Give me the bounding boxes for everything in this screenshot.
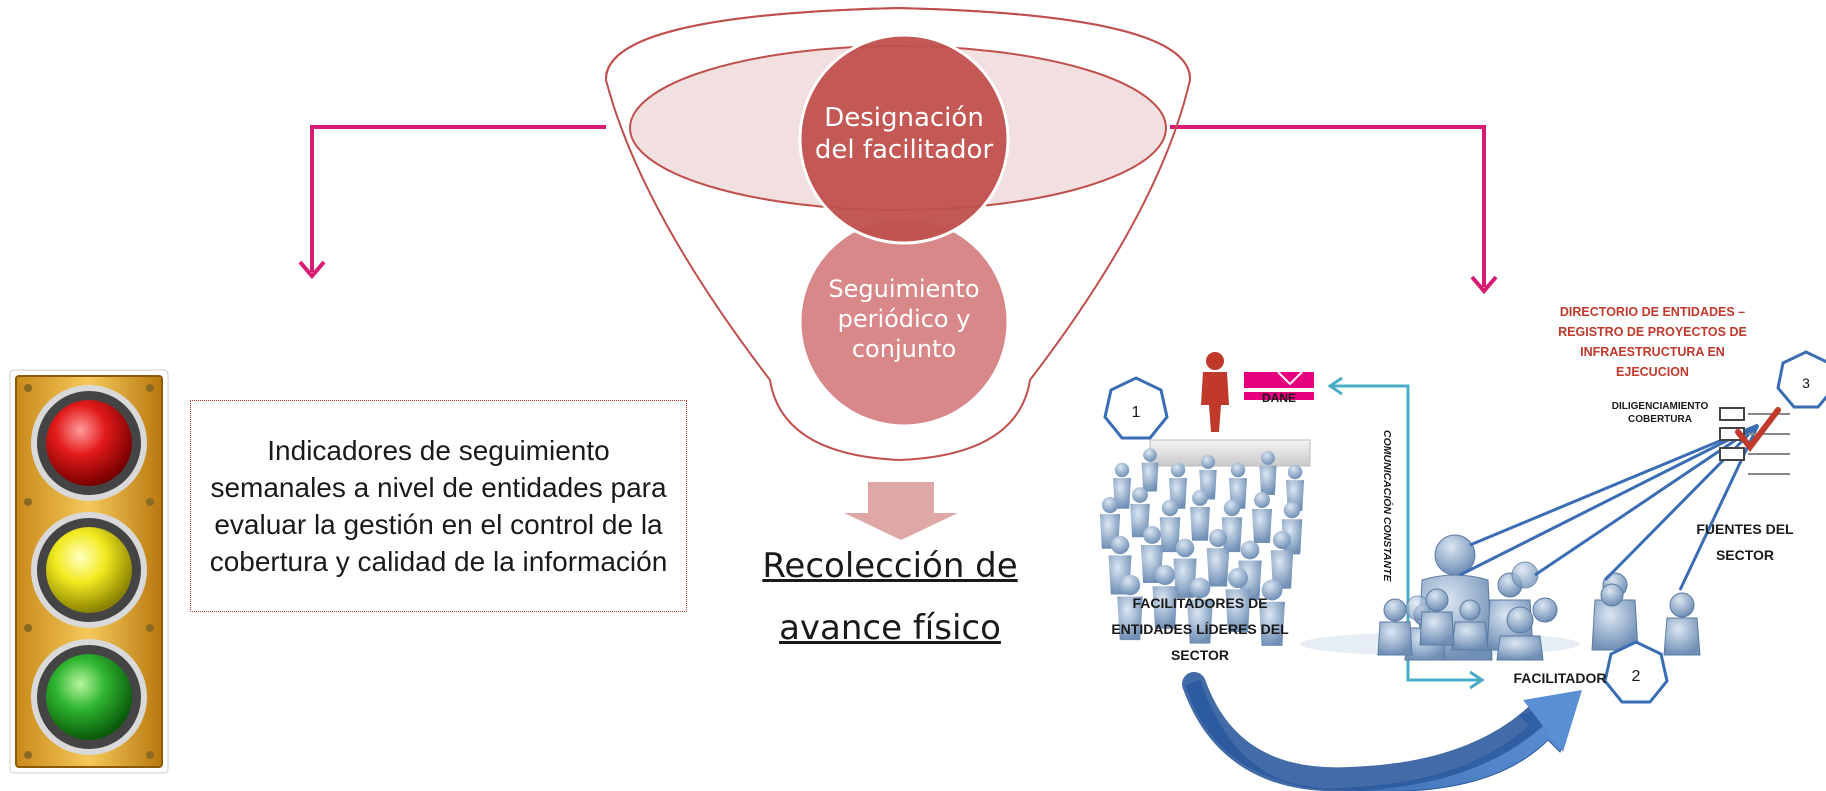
crowd-person-head	[1119, 574, 1141, 596]
designacion-circle	[798, 33, 1010, 245]
crowd-person-head	[1143, 448, 1157, 462]
leaders-label: FACILITADORES DE ENTIDADES LÍDERES DEL S…	[1111, 595, 1289, 663]
filling-label: DILIGENCIAMIENTO COBERTURA	[1611, 401, 1709, 425]
crowd-person-body	[1141, 462, 1159, 492]
crowd-person-head	[1132, 487, 1148, 503]
crowd-icon	[1099, 352, 1311, 646]
step-1-marker: 1	[1103, 376, 1169, 440]
collection-title: Recolección de avance físico	[762, 546, 1018, 648]
crowd-person-head	[1261, 579, 1283, 601]
crowd-person-head	[1189, 577, 1211, 599]
designacion-label: Designación del facilitador	[814, 103, 994, 165]
crowd-person-head	[1208, 528, 1228, 548]
crowd-person-body	[1130, 503, 1150, 538]
crowd-person-head	[1287, 464, 1303, 480]
crowd-person-body	[1152, 586, 1178, 629]
crowd-person-head	[1240, 540, 1260, 560]
crowd-person-body	[1190, 506, 1210, 541]
crowd-person-head	[1254, 492, 1270, 508]
crowd-person-body	[1187, 599, 1213, 644]
crowd-person-head	[1192, 490, 1208, 506]
crowd-person-head	[1114, 462, 1130, 478]
checklist-icon	[1719, 407, 1790, 475]
indicators-box: Indicadores de seguimiento semanales a n…	[190, 400, 687, 612]
crowd-person-body	[1113, 478, 1131, 509]
speaker	[1201, 352, 1229, 432]
crowd-person-head	[1272, 530, 1292, 550]
facilitator-group-icon	[1300, 534, 1701, 661]
dane-logo: DANE	[1244, 371, 1314, 405]
crowd-person-body	[1221, 517, 1243, 553]
communication-line	[1327, 376, 1485, 690]
crowd-person-head	[1283, 501, 1301, 519]
crowd-person-head	[1101, 496, 1119, 514]
crowd-person-head	[1143, 526, 1161, 544]
sources-label: FUENTES DEL SECTOR	[1696, 521, 1794, 563]
crowd-person-head	[1227, 567, 1249, 589]
crowd-person-body	[1206, 548, 1230, 587]
crowd-person-head	[1230, 462, 1246, 478]
facilitator-label: FACILITADOR	[1513, 670, 1607, 686]
crowd-person-head	[1110, 535, 1130, 555]
left-connector	[298, 125, 606, 280]
crowd-person-body	[1159, 517, 1181, 553]
svg-text:1: 1	[1132, 404, 1141, 421]
crowd-person-body	[1259, 465, 1277, 495]
crowd-person-body	[1117, 596, 1143, 641]
crowd-person-head	[1201, 455, 1215, 469]
crowd-person-head	[1161, 499, 1179, 517]
crowd-person-body	[1270, 550, 1294, 589]
crowd-person-body	[1252, 509, 1272, 543]
crowd-person-head	[1170, 462, 1186, 478]
crowd-person-head	[1223, 499, 1241, 517]
svg-text:DANE: DANE	[1262, 391, 1296, 405]
traffic-light-icon	[9, 369, 169, 774]
funnel	[604, 6, 1192, 462]
step-2-marker: 2	[1603, 640, 1669, 704]
seguimiento-label: Seguimiento periódico y conjunto	[828, 275, 980, 363]
svg-text:2: 2	[1632, 668, 1641, 685]
crowd-person-head	[1261, 451, 1275, 465]
indicators-text: Indicadores de seguimiento semanales a n…	[209, 435, 668, 577]
crowd-person-head	[1155, 565, 1175, 585]
step-3-marker: 3	[1776, 350, 1826, 409]
communication-label: COMUNICACIÓN CONSTANTE	[1381, 430, 1394, 582]
crowd-person-head	[1175, 538, 1195, 558]
down-arrow	[844, 482, 958, 540]
svg-text:3: 3	[1802, 375, 1810, 391]
right-connector	[1170, 125, 1498, 295]
crowd-person-body	[1225, 589, 1251, 633]
directory-label: DIRECTORIO DE ENTIDADES – REGISTRO DE PR…	[1558, 305, 1747, 379]
podium	[1149, 439, 1311, 467]
crowd-person-body	[1259, 601, 1285, 646]
